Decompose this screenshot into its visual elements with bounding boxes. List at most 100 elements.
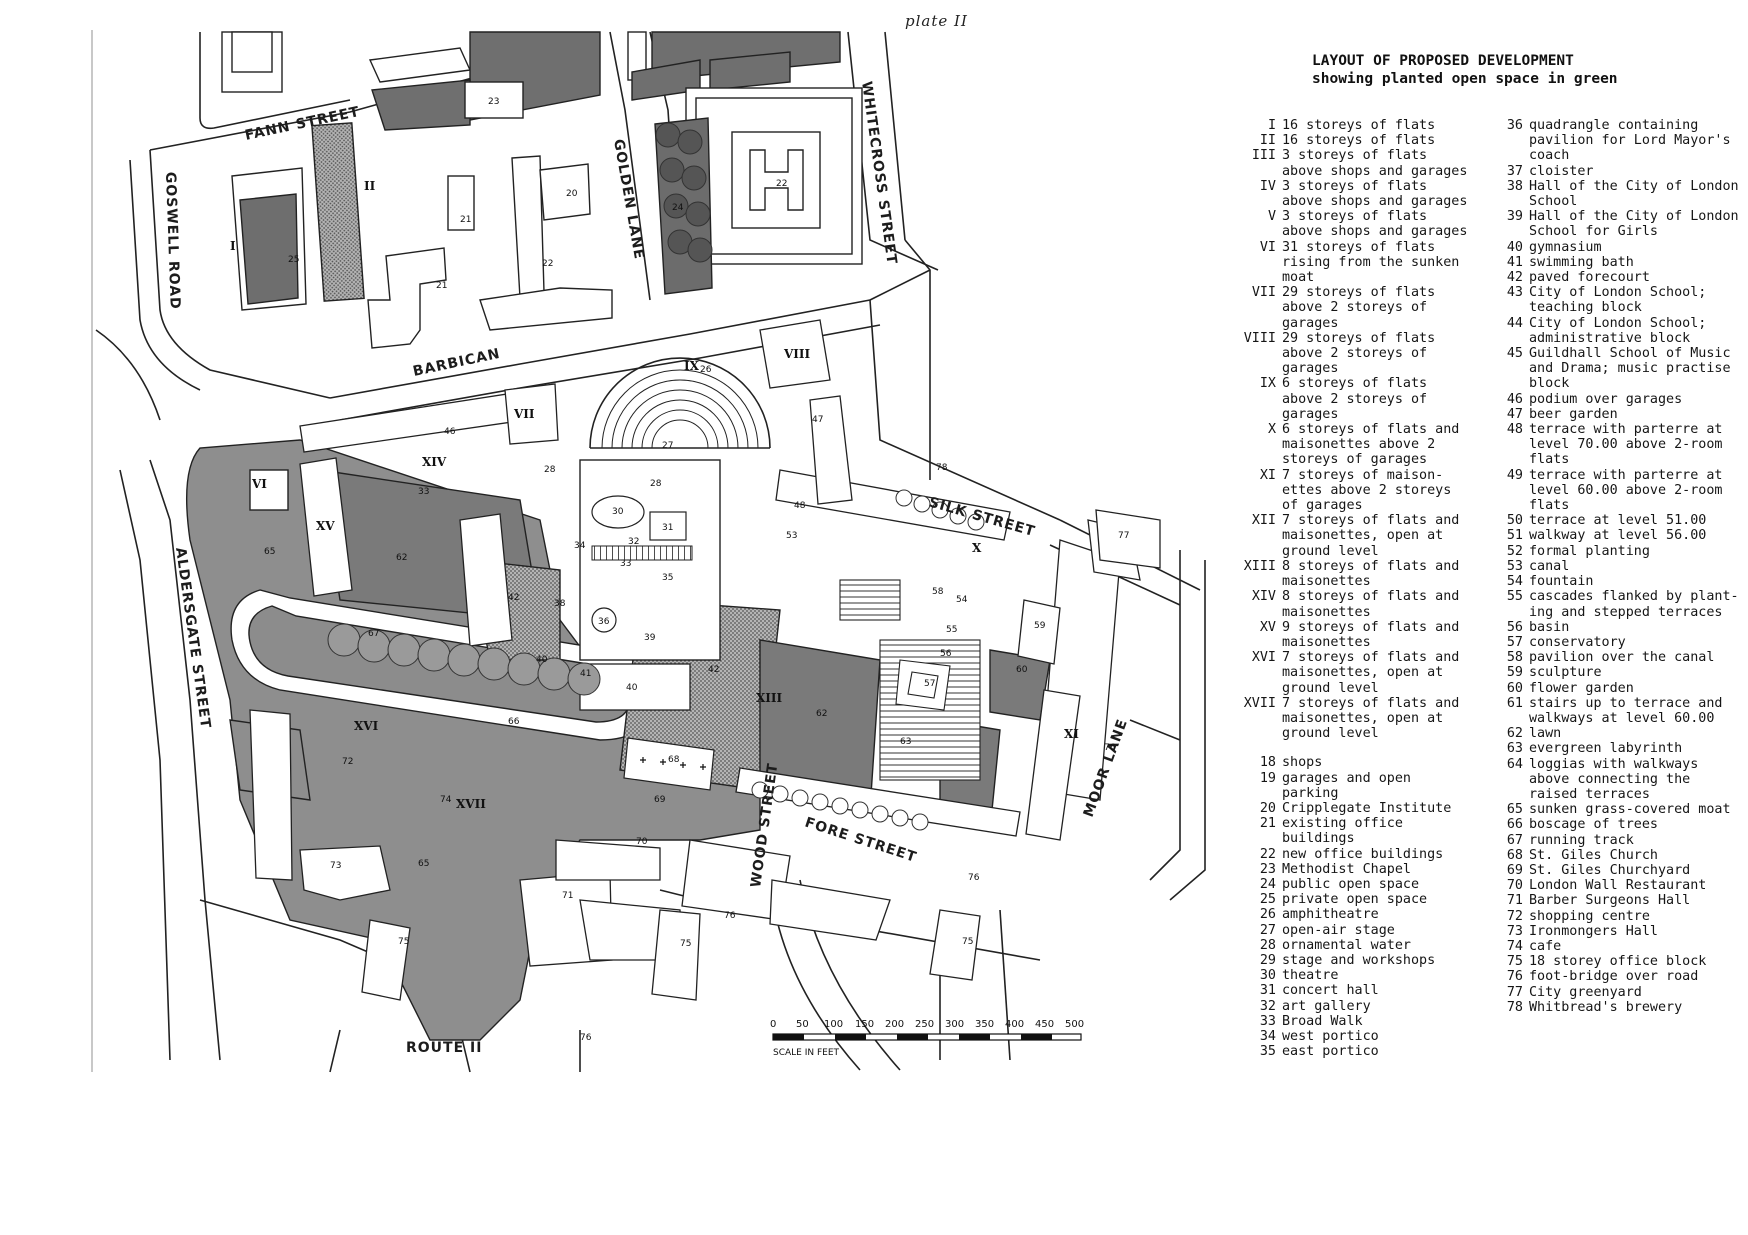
legend-item-text: stage and workshops [1282, 952, 1436, 968]
legend-item-number: XII [1251, 513, 1276, 529]
legend-item-number: 44 [1506, 315, 1523, 331]
map-number: 76 [724, 911, 736, 921]
map-roman: XVI [354, 719, 379, 733]
legend-item-number: 32 [1259, 998, 1276, 1014]
legend-item-text: terrace at level 51.00 [1529, 513, 1707, 529]
map-number: 65 [418, 859, 429, 869]
map-number: 34 [574, 541, 586, 551]
legend-item-number: 69 [1506, 862, 1523, 878]
legend-item-number: 46 [1506, 391, 1523, 407]
legend-item-number: 58 [1506, 650, 1523, 666]
map-roman: VII [513, 407, 535, 421]
scale-tick: 200 [885, 1019, 904, 1030]
map-number: 69 [654, 795, 666, 805]
legend-item-text: 7 storeys of flats and maisonettes, open… [1282, 513, 1460, 559]
legend-item-number: XIII [1243, 558, 1276, 574]
legend-item-number: 47 [1506, 406, 1523, 422]
legend-item-text: City of London School; teaching block [1529, 285, 1707, 316]
legend-item-text: Methodist Chapel [1282, 861, 1411, 877]
scale-tick: 0 [770, 1019, 776, 1030]
legend-item-number: 35 [1259, 1044, 1276, 1060]
legend-item-number: 70 [1506, 878, 1523, 894]
legend-item-number: XVII [1243, 695, 1276, 711]
legend-item-number: 57 [1506, 634, 1523, 650]
legend-item-text: cloister [1529, 163, 1594, 179]
legend-item-text: private open space [1282, 892, 1428, 908]
north-blocks [221, 31, 863, 349]
map-number: 35 [662, 573, 673, 583]
legend-item-number: 75 [1506, 954, 1523, 970]
legend-item-number: 38 [1506, 178, 1523, 194]
map-number: 62 [816, 709, 827, 719]
legend-item-text: 31 storeys of flats rising from the sunk… [1282, 239, 1460, 286]
legend-item-number: 48 [1506, 422, 1523, 438]
legend-item: XII 7 storeys of flats and maisonettes, o… [1234, 513, 1474, 559]
legend-item: 20 Cripplegate Institute [1234, 801, 1474, 816]
legend-item-text: formal planting [1529, 543, 1650, 559]
legend-item-number: 41 [1506, 254, 1523, 270]
map-number: 47 [812, 415, 823, 425]
legend-item: 38 Hall of the City of London School [1497, 179, 1745, 209]
legend-item-text: conservatory [1529, 634, 1626, 650]
map-number: 65 [264, 547, 275, 557]
map-number: 33 [620, 559, 631, 569]
legend-item-text: gymnasium [1529, 239, 1602, 255]
legend-item-number: 72 [1506, 908, 1523, 924]
legend-item-number: 55 [1506, 589, 1523, 605]
scale-bar: 0 50 100 150 200 250 300 350 400 450 500… [770, 1019, 1084, 1058]
map-number: 58 [932, 587, 944, 597]
legend-item-number: 31 [1259, 983, 1276, 999]
map-number: 75 [680, 939, 691, 949]
legend-item-number: 20 [1259, 800, 1276, 816]
legend-item-text: Cripplegate Institute [1282, 800, 1452, 816]
legend-item-number: 71 [1506, 893, 1523, 909]
legend-item-number: VII [1251, 285, 1276, 301]
st-giles-church [623, 737, 715, 791]
map-number: 75 [962, 937, 973, 947]
legend-item-number: 25 [1259, 892, 1276, 908]
legend-item-text: St. Giles Church [1529, 847, 1658, 863]
legend-item-number: 76 [1506, 969, 1523, 985]
legend-item-number: 27 [1259, 922, 1276, 938]
map-number: 53 [786, 531, 797, 541]
legend-item-text: Hall of the City of London School [1529, 178, 1739, 210]
legend-item-number: XI [1259, 467, 1276, 483]
legend-item-text: 6 storeys of flats and maisonettes above… [1282, 422, 1460, 468]
legend-item: 40 gymnasium [1497, 240, 1745, 255]
map-number: 73 [330, 861, 341, 871]
map-number: 56 [940, 649, 952, 659]
map-number: 31 [662, 523, 673, 533]
legend-item-number: VI [1259, 239, 1276, 255]
legend-item-number: 33 [1259, 1013, 1276, 1029]
legend-item-number: 40 [1506, 239, 1523, 255]
map-number: 20 [566, 189, 578, 199]
map-roman: VIII [783, 347, 811, 361]
map-number: 40 [626, 683, 638, 693]
legend-item-text: theatre [1282, 968, 1339, 984]
map-number: 59 [1034, 621, 1046, 631]
legend-item-number: 42 [1506, 270, 1523, 286]
legend-item-text: 29 storeys of flats above 2 storeys of g… [1282, 330, 1436, 377]
